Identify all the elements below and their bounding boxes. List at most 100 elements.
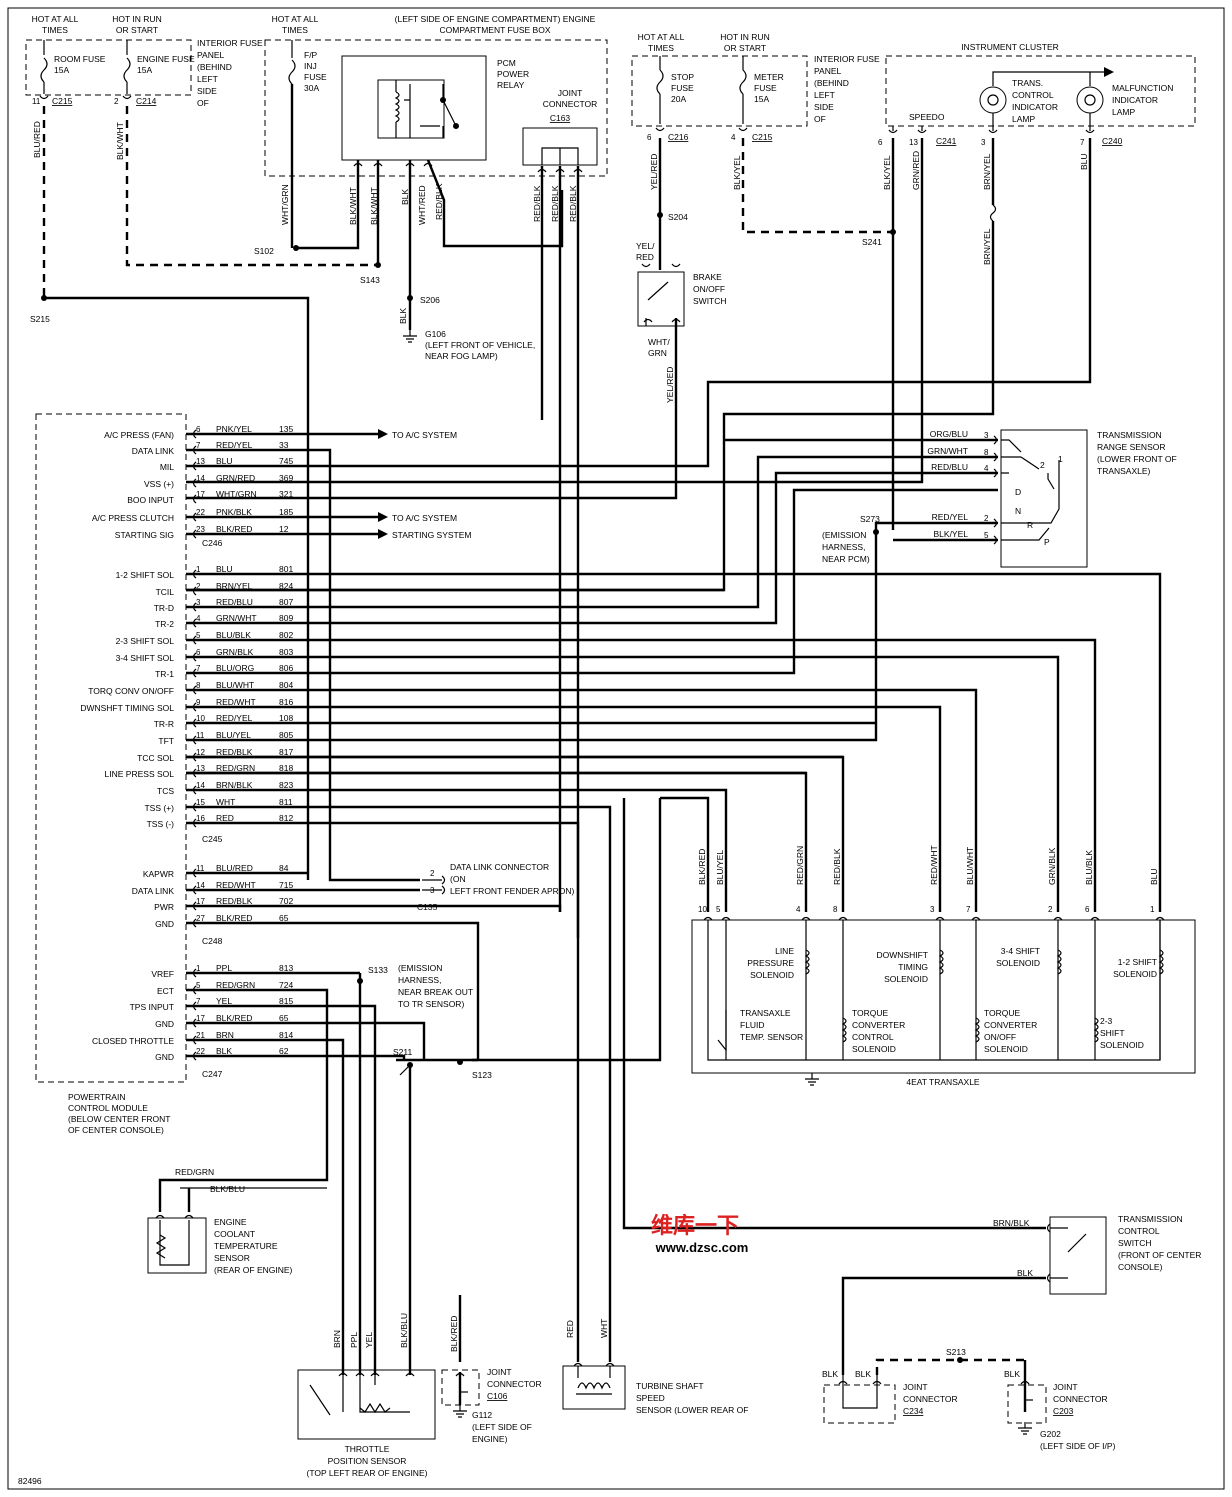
circuit-number: 811 [279,797,293,807]
label-text: S206 [420,295,440,305]
connector-terminal [838,916,848,921]
label-line: 15A [754,94,769,104]
wire-color: BLU [1149,868,1159,885]
label-line: POWER [497,69,529,79]
label-line: (REAR OF ENGINE) [214,1265,293,1275]
wire [842,1375,878,1409]
coil-symbol [938,949,944,975]
label-line: PRESSURE [747,958,794,968]
label-line: CONNECTOR [543,99,598,109]
label-text: BLK/WHT [369,187,379,225]
label-line: OR START [116,25,158,35]
pin-number: 9 [196,698,201,707]
label-text: S241 [862,237,882,247]
ground-symbol [1018,1427,1032,1435]
label-text: 7 [1080,138,1085,147]
pcm-pin-label: 2-3 SHIFT SOL [116,636,175,646]
label-line: CONTROL [852,1032,894,1042]
pin-number: 12 [196,748,205,757]
label-line: 2-3 [1100,1016,1113,1026]
pin-number: 1 [196,964,201,973]
label-line: PANEL [814,66,842,76]
connector-terminal [872,1380,882,1385]
wire-color: PPL [216,963,232,973]
wire-color: BLU/WHT [965,847,975,885]
label-line: FLUID [740,1020,765,1030]
connector-terminal [971,916,981,921]
label-text: S211 [393,1047,412,1057]
label-text: YEL/RED [665,367,675,403]
circuit-number: 806 [279,663,293,673]
joint-connector-c234 [823,1384,896,1424]
label-line: RANGE SENSOR [1097,442,1166,452]
wire-color: BRN/YEL [216,581,253,591]
circuit-number: 812 [279,813,293,823]
label-line: TIMES [648,43,674,53]
connector-terminal [643,318,653,323]
label-line: SIDE [197,86,217,96]
label-text: GRN/RED [911,151,921,190]
wire [186,921,480,1060]
label-line: TRANS. [1012,78,1043,88]
wire-color: BLK/RED [216,524,252,534]
label-text: WHT [599,1319,609,1338]
transmission-control-switch [1049,1216,1107,1295]
label-line: 15A [137,65,152,75]
label-line: TIMES [42,25,68,35]
label-text: BLK/YEL [732,155,742,190]
pin-number: 17 [196,1014,205,1023]
label-line: ON/OFF [984,1032,1016,1042]
connector-terminal [888,129,898,134]
ect-sensor [147,1217,207,1274]
label-text: 11 [32,97,41,106]
label-line: TRANSAXLE) [1097,466,1151,476]
wire-tr-2-alt [186,455,998,609]
wire-blk-yel [741,138,894,234]
wire [186,521,998,742]
wire-color: GRN/RED [216,473,255,483]
pin-number: 14 [196,781,205,790]
pin-number: 14 [196,474,205,483]
circuit-number: 369 [279,473,293,483]
label-text: RED [636,252,654,262]
coil-symbol [1056,949,1062,975]
label-text: C203 [1053,1406,1074,1416]
circuit-number: 815 [279,996,293,1006]
wire [1067,1233,1087,1253]
coil-symbol [1093,1017,1099,1043]
label-line: SHIFT [1100,1028,1125,1038]
label-text: BLK [398,308,408,324]
wire [992,71,1110,86]
label-line: INJ [304,61,317,71]
label-text: S123 [472,1070,492,1080]
label-text: C241 [936,136,957,146]
pcm-pin-label: A/C PRESS (FAN) [104,430,174,440]
wire [399,1064,411,1076]
arrow-head [1104,67,1114,77]
instrument-cluster [885,55,1196,127]
circuit-number: 807 [279,597,293,607]
label-line: NEAR BREAK OUT [398,987,473,997]
coil-symbol [974,1017,980,1043]
connector-terminal [838,1380,848,1385]
connector-terminal [573,1362,583,1367]
label-line: 20A [671,94,686,104]
label-text: INSTRUMENT CLUSTER [961,42,1059,52]
pcm-pin-label: LINE PRESS SOL [105,769,175,779]
wire-color: RED/YEL [216,713,253,723]
wire-color: RED/WHT [216,880,256,890]
watermark-logo: 维库一下 [651,1213,739,1238]
pcm-pin-label: TPS INPUT [130,1002,174,1012]
lamp-filament [1084,94,1096,106]
fuse-symbol [739,69,747,95]
trans-indicator-lamp [979,86,1007,114]
splice-s213 [957,1357,963,1363]
wire [647,281,669,301]
label-text: YEL/RED [649,154,659,190]
label-text: 4EAT TRANSAXLE [906,1077,980,1087]
wire-wht-grn-relay [296,160,360,250]
connector-terminal [1046,1223,1051,1233]
